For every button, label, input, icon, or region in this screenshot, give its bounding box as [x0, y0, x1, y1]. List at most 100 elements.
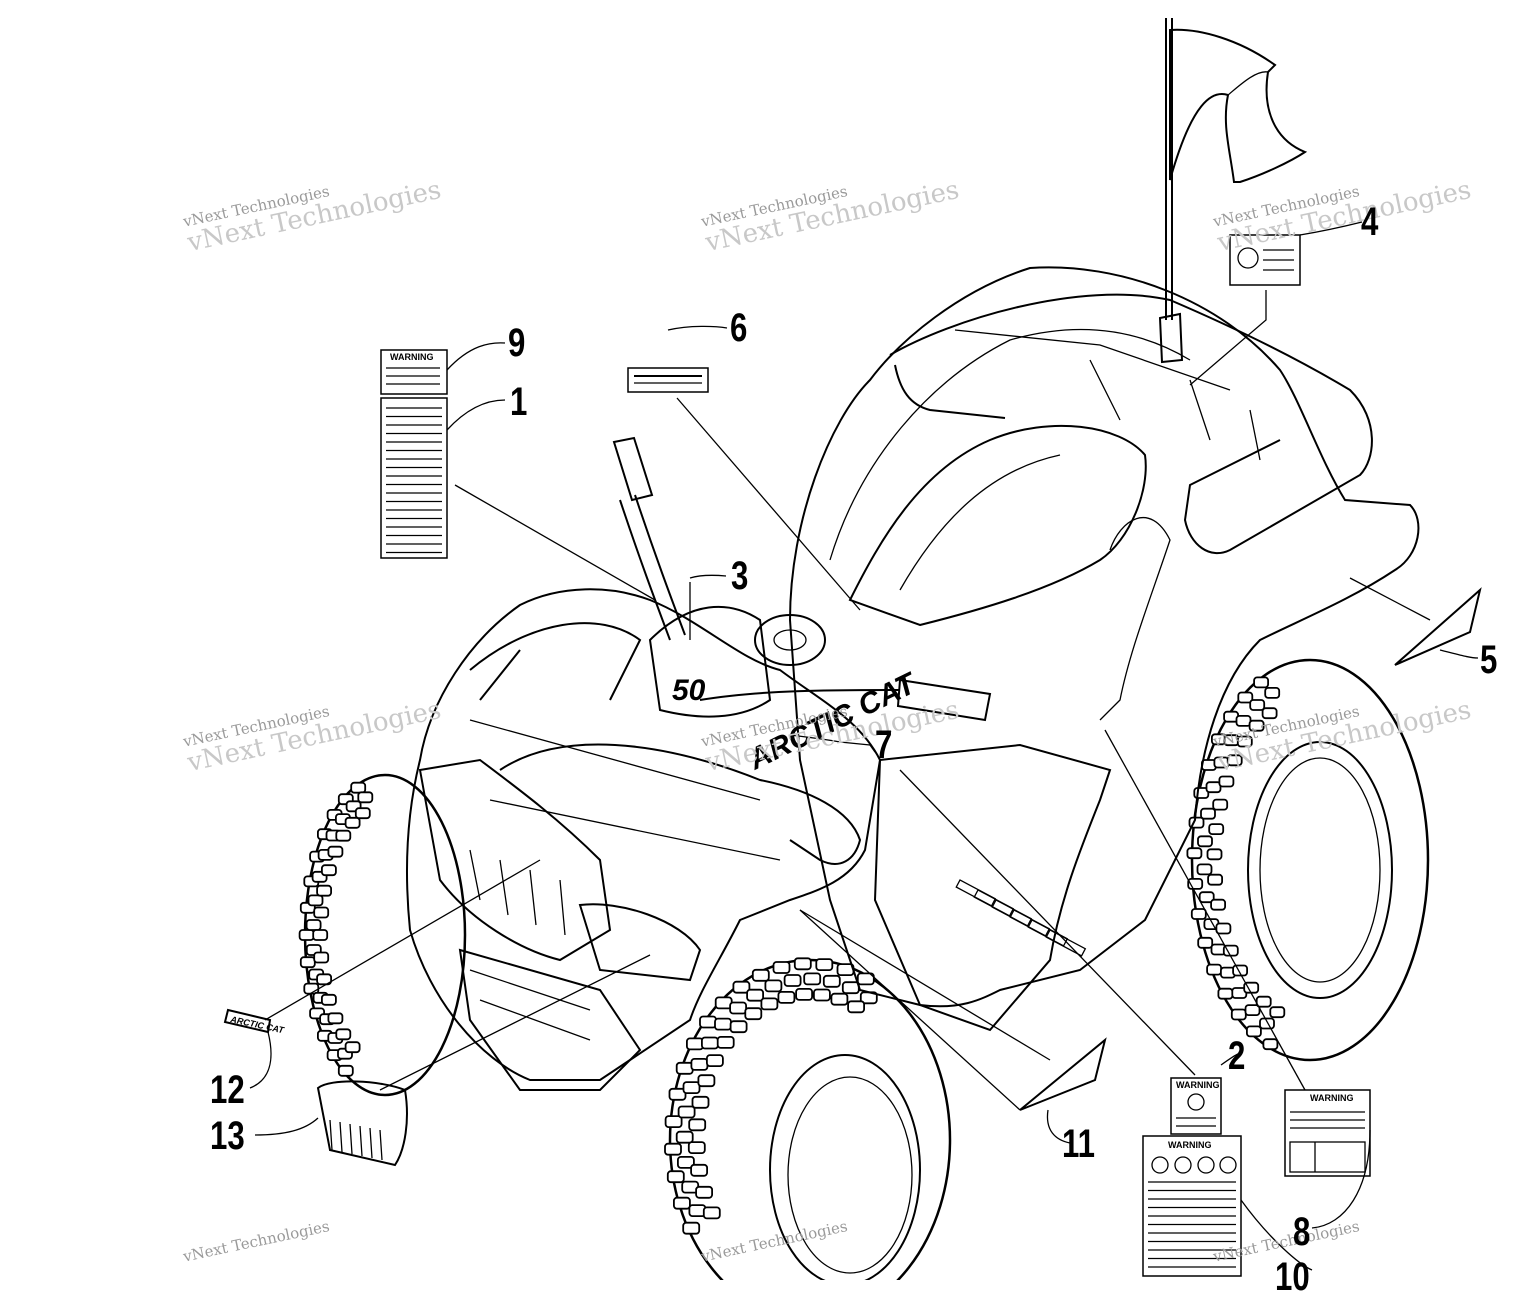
decal-12: ARCTIC CAT: [223, 1008, 286, 1036]
tire-knob: [1205, 781, 1222, 794]
tire-knob: [1248, 719, 1265, 732]
tire-knob: [714, 1017, 732, 1031]
tire-knob: [795, 988, 813, 1001]
tire-knob: [697, 1074, 716, 1088]
decal-1: [380, 397, 448, 559]
tire-knob: [313, 951, 330, 964]
tire-knob: [1230, 1008, 1247, 1021]
tire-knob: [1244, 1004, 1261, 1016]
tire-knob: [1218, 775, 1235, 788]
tire-knob: [1196, 863, 1213, 876]
tire-knob: [1206, 963, 1222, 976]
safety-flag: [1165, 18, 1308, 320]
tire-knob: [1190, 908, 1207, 920]
tire-knob: [354, 807, 371, 820]
tire-knob: [335, 829, 352, 842]
tire-knob: [357, 791, 374, 804]
tire-knob: [1269, 1006, 1286, 1019]
tire-knob: [815, 958, 834, 971]
front-right-wheel: [664, 957, 952, 1280]
tire-knob: [682, 1221, 701, 1235]
tire-knob: [316, 973, 333, 986]
tire-knob: [690, 1163, 708, 1177]
rear-right-wheel: [1186, 658, 1430, 1062]
decal-2-warning: WARNING: [1176, 1080, 1220, 1090]
decal-10-warning: WARNING: [1168, 1140, 1212, 1150]
callout-8: 8: [1293, 1210, 1311, 1254]
tire-knob: [307, 894, 324, 907]
tire-knob: [830, 992, 849, 1006]
model-badge: 50: [672, 674, 706, 707]
tire-knob: [772, 961, 791, 974]
tire-knob: [777, 991, 796, 1004]
callout-2: 2: [1228, 1034, 1246, 1078]
tire-knob: [732, 980, 751, 994]
tire-knob: [1259, 1017, 1275, 1030]
decal-13: [316, 1080, 408, 1167]
tire-knob: [1200, 807, 1216, 820]
tire-knob: [1186, 847, 1203, 860]
decal-10: WARNING: [1142, 1135, 1242, 1277]
tire-knob: [298, 929, 315, 941]
tire-knob: [760, 997, 779, 1011]
tire-knob: [1262, 1038, 1279, 1051]
tire-knob: [706, 1054, 724, 1067]
tire-knob: [316, 884, 333, 897]
tire-knob: [1208, 823, 1225, 835]
tire-knob: [327, 845, 344, 858]
tire-knob: [1236, 735, 1253, 748]
tire-knob: [1207, 873, 1223, 886]
decal-6: [627, 367, 709, 393]
tire-knob: [793, 957, 812, 971]
tire-knob: [1212, 798, 1229, 811]
decal-8: WARNING: [1284, 1089, 1371, 1177]
tire-knob: [1198, 891, 1215, 904]
tire-knob: [664, 1142, 682, 1156]
tire-knob: [312, 929, 329, 941]
tire-knob: [677, 1105, 696, 1119]
callout-4: 4: [1361, 200, 1379, 244]
tire-knob: [675, 1130, 694, 1144]
tire-knob: [666, 1170, 685, 1184]
callout-13: 13: [210, 1114, 245, 1158]
tire-knob: [1264, 687, 1281, 699]
tire-knob: [729, 1020, 748, 1034]
tire-knob: [313, 906, 330, 919]
tire-knob: [1197, 835, 1213, 848]
tire-knob: [1217, 987, 1234, 1000]
tire-knob: [751, 968, 770, 982]
tire-knob: [1246, 1025, 1262, 1038]
tire-knob: [1215, 922, 1232, 935]
tire-knob: [856, 972, 875, 986]
tire-knob: [1249, 699, 1266, 711]
tire-knob: [847, 1000, 865, 1014]
callout-1: 1: [510, 380, 528, 424]
tire-knob: [813, 988, 831, 1002]
tire-knob: [664, 1115, 683, 1128]
decal-2: WARNING: [1170, 1077, 1222, 1135]
callout-3: 3: [731, 554, 749, 598]
tire-knob: [729, 1001, 747, 1015]
front-left-wheel: [298, 773, 467, 1097]
callout-12: 12: [210, 1068, 245, 1112]
tire-knob: [1206, 848, 1223, 861]
tire-knob: [320, 993, 337, 1006]
decal-11: [1019, 1037, 1107, 1111]
tire-knob: [1255, 995, 1272, 1008]
tire-knob: [344, 816, 361, 829]
tire-knob: [320, 864, 337, 877]
tire-knob: [822, 974, 841, 988]
tire-knob: [668, 1087, 687, 1101]
tire-knob: [687, 1141, 706, 1154]
tire-knob: [686, 1037, 704, 1051]
decal-8-warning: WARNING: [1310, 1093, 1354, 1103]
tire-knob: [673, 1196, 691, 1210]
tire-knob: [716, 1036, 735, 1049]
tire-knob: [783, 974, 802, 987]
callout-5: 5: [1480, 638, 1498, 682]
tire-knob: [841, 981, 860, 995]
callout-9: 9: [508, 321, 526, 365]
tire-knob: [688, 1118, 707, 1132]
tire-knob: [746, 988, 764, 1002]
